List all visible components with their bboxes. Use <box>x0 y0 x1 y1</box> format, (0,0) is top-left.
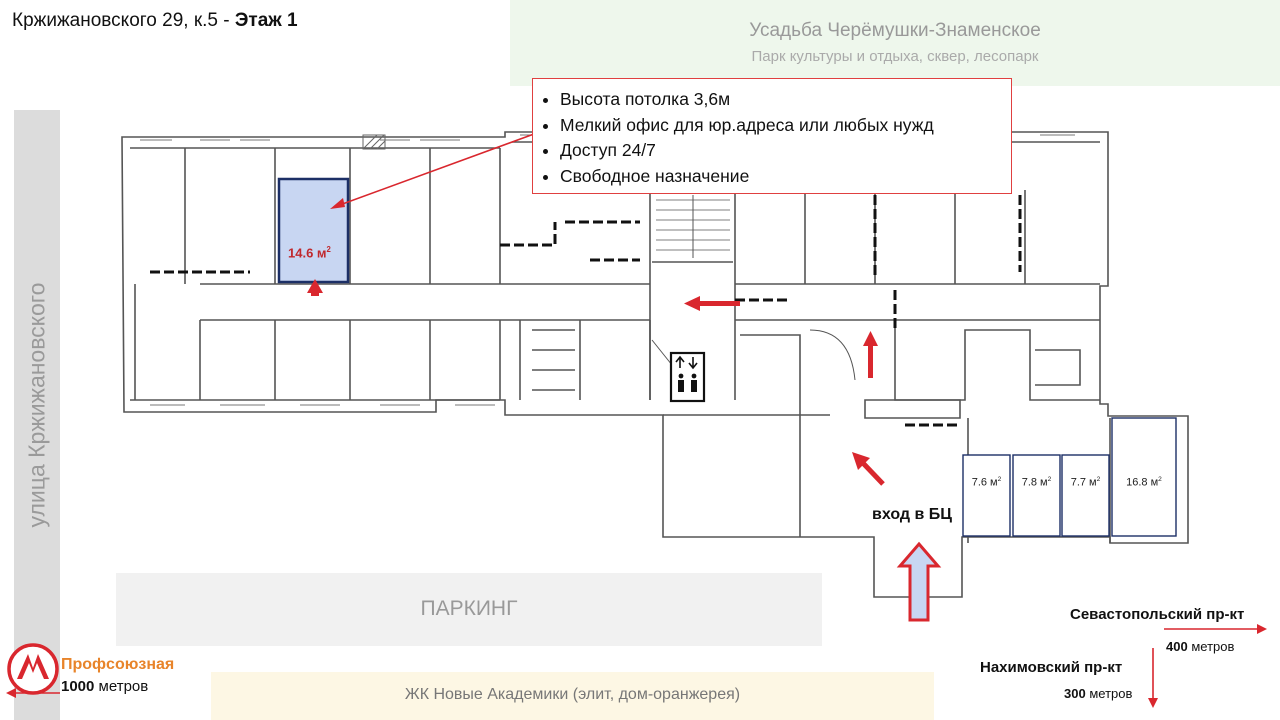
page-title: Кржижановского 29, к.5 - Этаж 1 <box>12 10 298 32</box>
room-16-8 <box>1111 417 1177 537</box>
feature-item: Доступ 24/7 <box>560 138 1011 164</box>
main-office-area: 14.6 м2 <box>288 245 331 260</box>
room-area-value: 16.8 м <box>1126 476 1159 489</box>
room-7-6-label: 7.6 м2 <box>963 476 1010 489</box>
road-nakhimovsky-distance: 300 метров <box>1064 686 1132 701</box>
room-area-value: 7.6 м <box>971 476 998 489</box>
estate-title: Усадьба Черёмушки-Знаменское <box>749 20 1041 41</box>
entrance-arrow <box>896 541 942 622</box>
metro-distance: 1000 метров <box>61 678 148 695</box>
features-list: Высота потолка 3,6м Мелкий офис для юр.а… <box>533 87 1011 189</box>
road-distance-unit: метров <box>1191 639 1235 654</box>
room-7-8-label: 7.8 м2 <box>1013 476 1060 489</box>
parking-area <box>116 573 822 646</box>
parking-label: ПАРКИНГ <box>420 597 518 620</box>
sq-mark: 2 <box>1158 476 1162 483</box>
office-room-highlight <box>277 177 350 284</box>
room-area-value: 7.8 м <box>1021 476 1048 489</box>
metro-distance-value: 1000 <box>61 678 95 695</box>
feature-item: Свободное назначение <box>560 164 1011 190</box>
room-7-7 <box>1061 454 1110 537</box>
sq-mark: 2 <box>1047 476 1052 483</box>
floor-text: Этаж 1 <box>234 10 298 31</box>
sq-mark: 2 <box>1096 476 1101 483</box>
road-sevastopolsky-distance: 400 метров <box>1166 639 1234 654</box>
street-area <box>14 110 60 720</box>
road-distance-unit: метров <box>1089 686 1133 701</box>
residential-label: ЖК Новые Академики (элит, дом-оранжерея) <box>404 686 741 703</box>
road-nakhimovsky-name: Нахимовский пр-кт <box>980 659 1123 676</box>
metro-station-name: Профсоюзная <box>61 656 175 673</box>
main-office-area-value: 14.6 м <box>288 245 327 261</box>
room-7-7-label: 7.7 м2 <box>1062 476 1109 489</box>
features-callout: Высота потолка 3,6м Мелкий офис для юр.а… <box>532 78 1012 194</box>
address-text: Кржижановского 29, к.5 - <box>12 10 230 31</box>
room-7-6 <box>962 454 1011 537</box>
metro-distance-unit: метров <box>98 678 149 695</box>
feature-item: Высота потолка 3,6м <box>560 87 1011 113</box>
residential-area <box>211 672 934 720</box>
sq-mark: 2 <box>997 476 1002 483</box>
lift-icon <box>669 351 706 403</box>
road-distance-value: 300 <box>1064 686 1086 701</box>
road-distance-value: 400 <box>1166 639 1188 654</box>
room-area-value: 7.7 м <box>1070 476 1097 489</box>
road-sevastopolsky-name: Севастопольский пр-кт <box>1070 606 1245 623</box>
entrance-label: вход в БЦ <box>872 506 952 523</box>
room-16-8-label: 16.8 м2 <box>1112 476 1176 489</box>
sq-mark: 2 <box>326 245 331 254</box>
room-7-8 <box>1012 454 1061 537</box>
office-entrance-arrow <box>307 279 323 296</box>
estate-area <box>510 0 1280 86</box>
metro-logo-icon <box>7 643 59 695</box>
feature-item: Мелкий офис для юр.адреса или любых нужд <box>560 113 1011 139</box>
estate-subtitle: Парк культуры и отдыха, сквер, лесопарк <box>751 48 1039 65</box>
